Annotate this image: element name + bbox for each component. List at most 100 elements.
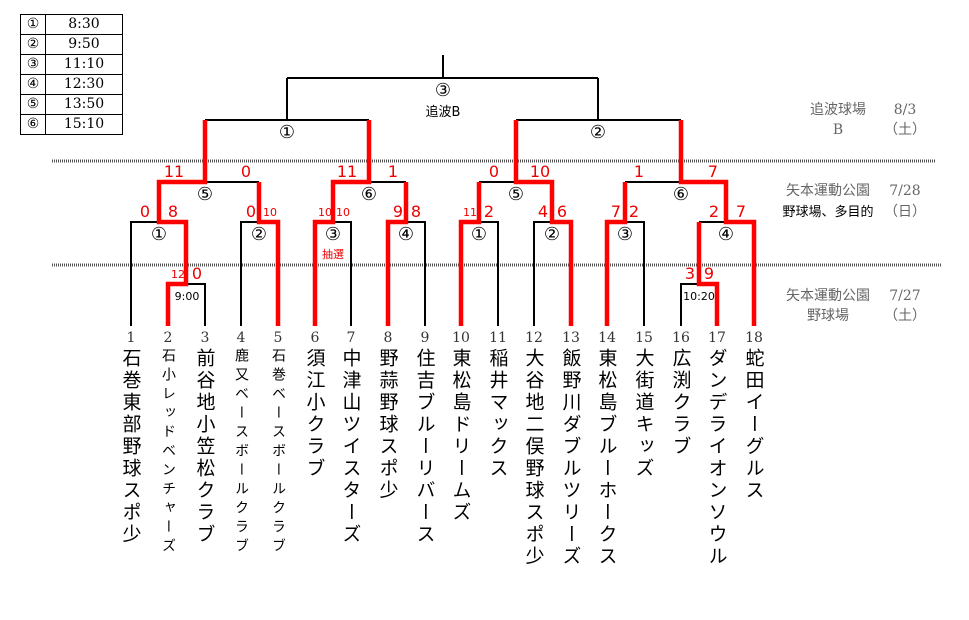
team-name: 住吉ブルーリバース xyxy=(413,348,436,546)
score: 7 xyxy=(611,202,621,221)
game-number: ① xyxy=(20,14,46,35)
game-number: ⑥ xyxy=(20,114,46,135)
score: 12 xyxy=(171,268,185,281)
score: 3 xyxy=(685,264,695,283)
team-name: 中津山ツイスターズ xyxy=(339,348,362,546)
r1-game-number: ④ xyxy=(718,224,734,245)
score: 7 xyxy=(736,202,746,221)
qf-game-number: ⑤ xyxy=(197,184,213,205)
team-number: 3 xyxy=(201,330,210,346)
venue-name: 追波球場 xyxy=(810,102,866,118)
venue-sub: 野球場、多目的 xyxy=(782,204,873,220)
venue-sub: 野球場 xyxy=(807,308,849,324)
team-name: 大谷地二俣野球スポ少 xyxy=(522,348,545,568)
venue-name: 矢本運動公園 xyxy=(786,183,870,199)
team-number: 4 xyxy=(237,330,246,346)
score: 0 xyxy=(192,264,202,283)
score: 10 xyxy=(530,162,550,181)
game-time: 13:50 xyxy=(45,94,123,115)
score: 0 xyxy=(140,202,150,221)
prelim-time: 9:00 xyxy=(175,290,200,303)
qf-game-number: ⑥ xyxy=(673,184,689,205)
team-name: 須江小クラブ xyxy=(303,348,326,480)
winner-lines xyxy=(156,120,757,326)
score: 4 xyxy=(538,202,548,221)
team-number: 17 xyxy=(708,330,726,346)
team-name: ダンデライオンソウル xyxy=(705,348,728,568)
score: 2 xyxy=(709,202,719,221)
team-number: 13 xyxy=(562,330,580,346)
team-name: 東松島ドリームズ xyxy=(449,348,472,524)
score: 8 xyxy=(411,202,421,221)
score: 1 xyxy=(388,162,398,181)
score: 6 xyxy=(557,202,567,221)
score: 10 xyxy=(263,206,277,219)
venue-day: （日） xyxy=(884,204,926,220)
r1-game-number: ② xyxy=(544,224,560,245)
team-number: 6 xyxy=(311,330,320,346)
game-number: ③ xyxy=(20,54,46,75)
score: 0 xyxy=(489,162,499,181)
r1-game-number: ② xyxy=(251,224,267,245)
score: 11 xyxy=(337,162,357,181)
qf-game-number: ⑤ xyxy=(508,184,524,205)
team-number: 16 xyxy=(672,330,690,346)
score: 8 xyxy=(168,202,178,221)
score: 0 xyxy=(246,202,256,221)
team-number: 1 xyxy=(127,330,136,346)
score: 1 xyxy=(634,162,644,181)
team-number: 14 xyxy=(598,330,616,346)
team-name: 前谷地小笠松クラブ xyxy=(193,348,216,546)
score: 11 xyxy=(164,162,184,181)
score: 7 xyxy=(708,162,718,181)
team-name: 石小レッドベンチャーズ xyxy=(160,348,176,557)
team-number: 7 xyxy=(347,330,356,346)
score: 9 xyxy=(704,264,714,283)
team-number: 5 xyxy=(274,330,283,346)
team-name: 広渕クラブ xyxy=(669,348,692,458)
score: 9 xyxy=(393,202,403,221)
team-name: 稲井マックス xyxy=(486,348,509,480)
game-time: 11:10 xyxy=(45,54,123,75)
lottery-note: 抽選 xyxy=(322,247,344,261)
team-number: 11 xyxy=(489,330,507,346)
venue-day: （土） xyxy=(884,122,926,138)
semi-game-number: ① xyxy=(279,122,295,143)
prelim-time: 10:20 xyxy=(683,290,715,303)
team-name: 野蒜野球スポ少 xyxy=(376,348,399,502)
venue-date: 7/28 xyxy=(889,183,920,199)
score: 0 xyxy=(241,162,251,181)
team-name: 鹿又ベースボールクラブ xyxy=(233,348,249,557)
score: 10 xyxy=(318,206,332,219)
game-time: 15:10 xyxy=(45,114,123,135)
venue-day: （土） xyxy=(884,308,926,324)
qf-game-number: ⑥ xyxy=(361,184,377,205)
venue-date: 8/3 xyxy=(894,102,917,118)
r1-game-number: ① xyxy=(151,224,167,245)
team-name: 石巻ベースボールクラブ xyxy=(270,348,286,557)
venue-date: 7/27 xyxy=(889,288,920,304)
score: 11 xyxy=(463,206,477,219)
team-number: 9 xyxy=(421,330,430,346)
semi-game-number: ② xyxy=(590,122,606,143)
venue-sub: B xyxy=(833,122,843,138)
team-name: 蛇田イーグルス xyxy=(742,348,765,502)
venue-labels: 追波球場 B 8/3 （土） 矢本運動公園 野球場、多目的 7/28 （日） 矢… xyxy=(782,102,926,324)
score: 2 xyxy=(484,202,494,221)
score: 10 xyxy=(336,206,350,219)
score: 2 xyxy=(629,202,639,221)
team-number: 8 xyxy=(384,330,393,346)
team-name: 東松島ブルーホークス xyxy=(595,348,618,568)
team-name: 石巻東部野球スポ少 xyxy=(119,348,142,546)
team-number: 12 xyxy=(525,330,543,346)
final-field: 追波B xyxy=(426,104,461,120)
team-number: 2 xyxy=(164,330,173,346)
